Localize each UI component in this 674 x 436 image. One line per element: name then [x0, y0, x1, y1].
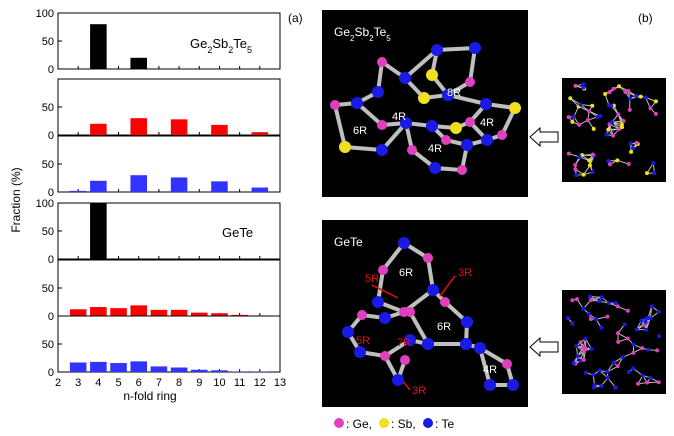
panel-a-label: (a)	[288, 11, 303, 25]
gete-panel-title: GeTe	[222, 225, 253, 240]
bar	[251, 132, 269, 135]
bar	[150, 366, 168, 372]
bar	[69, 362, 87, 372]
gete-ring-label: 4R	[483, 364, 497, 376]
bar	[90, 123, 107, 135]
bar	[170, 119, 188, 135]
bar	[90, 203, 107, 259]
bar	[251, 187, 269, 192]
y-tick-label: 0	[48, 254, 54, 266]
gst-ring-label: 8R	[447, 87, 461, 99]
bar	[170, 367, 188, 372]
x-tick-label: 4	[95, 377, 101, 389]
gete-ring-label: 6R	[437, 321, 451, 333]
bar	[90, 307, 107, 316]
y-tick-label: 50	[42, 226, 54, 238]
x-tick-label: 2	[55, 377, 61, 389]
bar	[170, 177, 188, 192]
y-tick-label: 50	[42, 339, 54, 351]
bar	[190, 369, 208, 372]
y-axis-label: Fraction (%)	[9, 167, 23, 232]
gete-red-ring-label: 3R	[458, 267, 472, 279]
gete-ring-label: 6R	[399, 267, 413, 279]
gst-structure-image: Ge2Sb2Te5	[322, 10, 528, 197]
y-tick-label: 0	[48, 367, 54, 379]
bar	[110, 363, 127, 372]
arrow-icon	[529, 126, 559, 148]
bar	[69, 190, 87, 192]
y-tick-label: 50	[42, 159, 54, 171]
atom-legend: : Ge, : Sb, : Te	[334, 417, 454, 431]
x-tick-label: 5	[115, 377, 121, 389]
x-tick-label: 13	[274, 377, 286, 389]
x-tick-label: 3	[75, 377, 81, 389]
gst-ring-label: 4R	[392, 111, 406, 123]
y-tick-label: 0	[48, 130, 54, 142]
gst-supercell-thumbnail	[562, 78, 666, 182]
bar	[110, 308, 127, 316]
x-tick-label: 10	[213, 377, 225, 389]
bar	[211, 370, 228, 372]
gst-ring-label: 4R	[480, 117, 494, 129]
y-tick-label: 50	[42, 283, 54, 295]
bar	[69, 309, 87, 316]
x-tick-label: 6	[136, 377, 142, 389]
bar	[150, 309, 168, 316]
gete-red-ring-label: 5R	[365, 273, 379, 285]
y-tick-label: 0	[48, 311, 54, 323]
gst-ring-label: 6R	[353, 125, 367, 137]
bar	[211, 313, 228, 316]
gete-red-ring-label: 3R	[412, 385, 426, 397]
legend-sb: : Sb,	[391, 417, 416, 431]
bar	[130, 118, 148, 135]
y-tick-label: 50	[42, 36, 54, 48]
panel-b-label: (b)	[638, 11, 653, 25]
bar	[231, 371, 248, 372]
bar	[251, 371, 269, 372]
bar	[170, 309, 188, 316]
gete-structure-title: GeTe	[334, 235, 363, 249]
gete-structure-image: GeTe	[322, 220, 528, 407]
gst-ring-label: 4R	[428, 143, 442, 155]
x-tick-label: 11	[234, 377, 245, 389]
legend-te: : Te	[435, 417, 454, 431]
gete-supercell-thumbnail	[562, 290, 666, 394]
bar	[211, 181, 228, 192]
bar	[90, 361, 107, 372]
x-axis-label: n-fold ring	[123, 389, 176, 403]
x-tick-label: 12	[254, 377, 266, 389]
bar	[211, 124, 228, 135]
bar	[130, 57, 148, 69]
gst-structure-title: Ge2Sb2Te5	[334, 25, 391, 43]
y-tick-label: 0	[48, 187, 54, 199]
bar	[130, 175, 148, 192]
bar	[190, 312, 208, 316]
bar	[130, 361, 148, 372]
x-tick-label: 7	[156, 377, 162, 389]
x-tick-label: 8	[176, 377, 182, 389]
y-tick-label: 100	[36, 8, 54, 20]
y-tick-label: 50	[42, 102, 54, 114]
y-tick-label: 0	[48, 64, 54, 76]
bar	[130, 305, 148, 316]
y-tick-label: 100	[36, 198, 54, 210]
bar	[90, 24, 107, 69]
x-tick-label: 9	[196, 377, 202, 389]
bar	[90, 180, 107, 192]
gete-red-ring-label: 5R	[356, 335, 370, 347]
gst-panel-title: Ge2Sb2Te5	[190, 36, 252, 55]
arrow-icon	[529, 336, 559, 358]
legend-ge: : Ge,	[346, 417, 372, 431]
bar	[231, 314, 248, 316]
gete-red-ring-label: 7R	[397, 337, 411, 349]
